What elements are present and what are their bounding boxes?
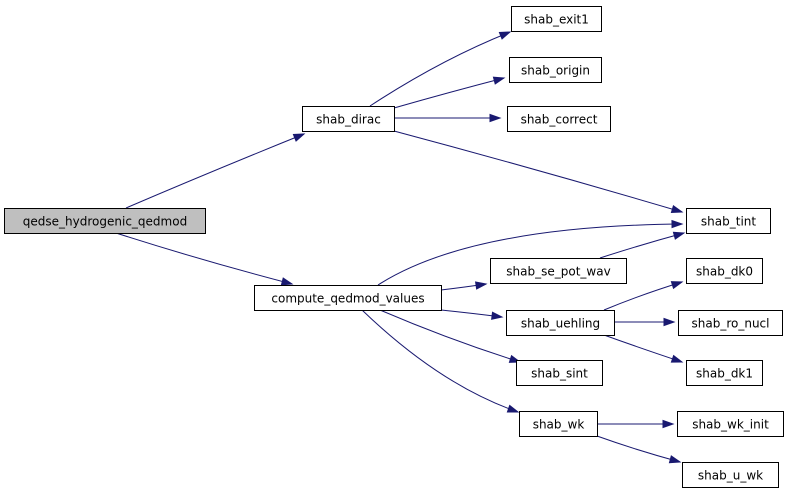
node-box <box>519 411 598 437</box>
node-label: shab_wk <box>533 418 585 432</box>
edge-line <box>125 133 305 209</box>
arrowhead <box>474 281 488 290</box>
node-box <box>506 310 615 336</box>
node-shab-dirac[interactable]: shab_dirac <box>302 106 395 132</box>
node-qedse-hydrogenic-qedmod[interactable]: qedse_hydrogenic_qedmod <box>4 208 206 234</box>
edge-line <box>361 309 519 413</box>
node-shab-wk[interactable]: shab_wk <box>519 411 598 437</box>
edge-wk-to-wkinit <box>597 419 675 429</box>
node-box <box>678 310 783 336</box>
edges-layer <box>115 31 686 464</box>
edge-compute-to-tint <box>377 219 684 286</box>
arrowhead <box>498 31 512 40</box>
node-shab-origin[interactable]: shab_origin <box>509 57 602 83</box>
arrowhead <box>280 277 294 286</box>
edge-line <box>369 31 511 107</box>
node-box <box>677 411 784 437</box>
arrowhead <box>662 419 675 429</box>
node-box <box>686 360 763 386</box>
node-compute-qedmod-values[interactable]: compute_qedmod_values <box>254 285 442 311</box>
arrowhead <box>670 281 684 290</box>
node-box <box>490 258 627 284</box>
node-label: shab_se_pot_wav <box>506 265 610 279</box>
edge-line <box>379 309 521 363</box>
node-shab-se-pot-wav[interactable]: shab_se_pot_wav <box>490 258 627 284</box>
node-shab-u-wk[interactable]: shab_u_wk <box>682 462 779 488</box>
node-shab-uehling[interactable]: shab_uehling <box>506 310 615 336</box>
node-label: shab_tint <box>701 215 756 229</box>
edge-root-to-dirac <box>125 133 306 209</box>
edge-compute-to-uehling <box>440 309 504 320</box>
node-shab-dk0[interactable]: shab_dk0 <box>686 258 763 284</box>
nodes-layer: qedse_hydrogenic_qedmod shab_dirac shab_ex… <box>4 6 784 488</box>
node-label: qedse_hydrogenic_qedmod <box>23 215 187 229</box>
node-box <box>516 360 603 386</box>
arrowhead <box>670 204 684 214</box>
node-shab-sint[interactable]: shab_sint <box>516 360 603 386</box>
arrowhead <box>663 317 676 327</box>
arrowhead <box>491 311 504 320</box>
node-box <box>507 106 611 132</box>
arrowhead <box>672 231 686 240</box>
arrowhead <box>492 76 506 85</box>
node-box <box>682 462 779 488</box>
arrowhead <box>292 133 306 142</box>
node-label: shab_uehling <box>521 317 600 331</box>
node-label: shab_dk1 <box>696 367 753 381</box>
edge-dirac-to-exit1 <box>369 31 512 107</box>
node-label: shab_dirac <box>316 113 381 127</box>
node-label: shab_exit1 <box>524 13 589 27</box>
arrowhead <box>668 455 682 464</box>
edge-uehling-to-dk0 <box>603 281 684 311</box>
node-shab-exit1[interactable]: shab_exit1 <box>511 6 602 32</box>
node-box <box>302 106 395 132</box>
node-label: shab_correct <box>521 113 598 127</box>
edge-line <box>603 334 683 363</box>
edge-uehling-to-ronucl <box>614 317 676 327</box>
node-box <box>686 208 771 234</box>
node-box <box>254 285 442 311</box>
edge-dirac-to-tint <box>393 130 684 214</box>
arrowhead <box>670 354 684 363</box>
node-box <box>511 6 602 32</box>
node-box <box>686 258 763 284</box>
edge-dirac-to-correct <box>394 113 502 123</box>
arrowhead <box>489 113 502 123</box>
node-label: shab_dk0 <box>696 265 753 279</box>
edge-wk-to-uwk <box>596 435 682 464</box>
node-box <box>509 57 602 83</box>
node-shab-tint[interactable]: shab_tint <box>686 208 771 234</box>
node-label: compute_qedmod_values <box>271 292 424 306</box>
edge-uehling-to-dk1 <box>603 334 684 363</box>
node-shab-wk-init[interactable]: shab_wk_init <box>677 411 784 437</box>
node-label: shab_u_wk <box>698 469 763 483</box>
node-label: shab_ro_nucl <box>692 317 770 331</box>
edge-compute-to-sepot <box>440 281 488 291</box>
node-shab-ro-nucl[interactable]: shab_ro_nucl <box>678 310 783 336</box>
node-shab-dk1[interactable]: shab_dk1 <box>686 360 763 386</box>
edge-sepot-to-tint <box>599 231 686 259</box>
node-label: shab_origin <box>521 64 590 78</box>
edge-line <box>115 232 293 285</box>
node-label: shab_wk_init <box>692 418 769 432</box>
edge-line <box>393 77 505 109</box>
edge-dirac-to-origin <box>393 76 506 109</box>
edge-line <box>377 223 683 286</box>
edge-compute-to-wk <box>361 309 520 413</box>
edge-line <box>603 281 683 311</box>
arrowhead <box>506 404 520 413</box>
edge-line <box>599 232 685 259</box>
edge-line <box>596 435 681 463</box>
node-shab-correct[interactable]: shab_correct <box>507 106 611 132</box>
edge-line <box>393 130 683 213</box>
edge-root-to-compute <box>115 232 294 286</box>
node-label: shab_sint <box>531 367 588 381</box>
arrowhead <box>671 219 684 229</box>
node-box <box>4 208 206 234</box>
